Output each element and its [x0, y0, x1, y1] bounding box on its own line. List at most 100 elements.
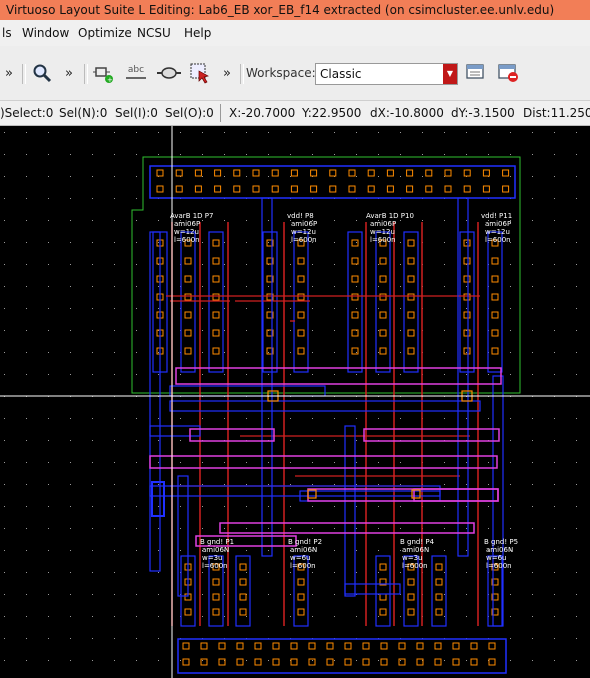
pmos-contact — [266, 347, 274, 355]
via-contact — [411, 489, 421, 499]
nmos-contact — [239, 593, 247, 601]
toolbar-overflow-3[interactable]: » — [223, 65, 231, 81]
pmos-contact — [407, 329, 415, 337]
nmos-contact — [212, 608, 220, 616]
pmos-label-title: AvarB 1D P10 — [366, 212, 414, 220]
nmos-diffusion-strip — [375, 555, 391, 627]
status-y: Y:22.9500 — [302, 106, 362, 120]
vdd-rail-metal1 — [149, 165, 516, 199]
pmos-label-title: vdd! P8 — [287, 212, 314, 220]
vdd-contact — [233, 185, 241, 193]
pmos-contact — [212, 347, 220, 355]
workspace-delete-icon[interactable] — [496, 60, 522, 86]
vdd-contact — [482, 185, 490, 193]
nmos-label-model: ami06N — [402, 546, 429, 554]
nmos-contact — [491, 608, 499, 616]
vdd-contact — [252, 169, 260, 177]
pmos-contact — [212, 239, 220, 247]
metal1-route-h — [169, 385, 326, 397]
vdd-contact — [367, 169, 375, 177]
metal2-route — [413, 488, 499, 502]
nmos-diffusion-strip — [403, 555, 419, 627]
zoom-search-icon[interactable] — [30, 60, 54, 86]
nmos-contact — [491, 578, 499, 586]
pmos-contact — [463, 311, 471, 319]
toolbar-overflow-2[interactable]: » — [65, 65, 73, 81]
menu-help[interactable]: Help — [184, 26, 212, 40]
pmos-contact — [379, 275, 387, 283]
vdd-contact — [194, 185, 202, 193]
menubar: ls Window Optimize NCSU Help — [0, 20, 590, 46]
gnd-contact — [380, 658, 388, 666]
nmos-contact — [297, 593, 305, 601]
nmos-label-length: l=600n — [202, 562, 228, 570]
pmos-contact — [379, 257, 387, 265]
gnd-contact — [290, 658, 298, 666]
nmos-contact — [435, 608, 443, 616]
gnd-contact — [200, 642, 208, 650]
vdd-contact — [214, 169, 222, 177]
gnd-contact — [398, 642, 406, 650]
status-bar: )Select:0 Sel(N):0 Sel(I):0 Sel(O):0 X:-… — [0, 101, 590, 126]
vdd-contact — [367, 185, 375, 193]
gnd-contact — [488, 642, 496, 650]
nmos-label-width: w=3u — [202, 554, 222, 562]
nmos-contact — [239, 563, 247, 571]
toolbar-overflow-left[interactable]: » — [5, 65, 13, 81]
pmos-contact — [491, 293, 499, 301]
pmos-contact — [379, 311, 387, 319]
chevron-down-icon[interactable]: ▼ — [443, 64, 457, 84]
toolbar-separator — [22, 64, 26, 84]
menu-window[interactable]: Window — [22, 26, 70, 40]
nmos-diffusion-strip — [431, 555, 447, 627]
pmos-label-width: w=12u — [291, 228, 316, 236]
pmos-contact — [379, 239, 387, 247]
menu-optimize[interactable]: Optimize — [78, 26, 132, 40]
pmos-contact — [351, 347, 359, 355]
gnd-contact — [470, 642, 478, 650]
gnd-contact — [236, 642, 244, 650]
status-dx: dX:-10.8000 — [370, 106, 444, 120]
pmos-contact — [379, 329, 387, 337]
nmos-contact — [212, 563, 220, 571]
select-area-icon[interactable] — [188, 60, 212, 86]
create-pin-icon[interactable] — [156, 60, 182, 86]
menu-tools-partial[interactable]: ls — [2, 26, 12, 40]
nmos-label-width: w=6u — [290, 554, 310, 562]
pmos-contact — [212, 311, 220, 319]
nmos-label-title: B gnd! P2 — [288, 538, 322, 546]
pmos-contact — [407, 239, 415, 247]
nmos-contact — [379, 593, 387, 601]
vdd-contact — [444, 169, 452, 177]
nmos-contact — [212, 593, 220, 601]
gnd-contact — [344, 642, 352, 650]
vdd-contact — [329, 185, 337, 193]
vdd-contact — [502, 185, 510, 193]
via-contact — [307, 489, 317, 499]
vdd-contact — [463, 185, 471, 193]
gnd-contact — [362, 658, 370, 666]
pmos-contact — [297, 347, 305, 355]
pmos-contact — [297, 293, 305, 301]
create-label-icon[interactable]: abc — [124, 60, 148, 86]
gnd-contact — [470, 658, 478, 666]
gnd-contact — [254, 642, 262, 650]
menu-ncsu[interactable]: NCSU — [137, 26, 171, 40]
pmos-label-length: l=600n — [485, 236, 511, 244]
gnd-contact — [326, 642, 334, 650]
gnd-contact — [326, 658, 334, 666]
workspace-select[interactable]: Classic ▼ — [315, 63, 458, 85]
pmos-contact — [184, 257, 192, 265]
metal2-route — [195, 535, 297, 547]
metal2-route — [363, 428, 500, 442]
pmos-contact — [266, 275, 274, 283]
nmos-contact — [379, 578, 387, 586]
pmos-contact — [297, 239, 305, 247]
create-instance-icon[interactable]: + — [92, 60, 116, 86]
gnd-contact — [344, 658, 352, 666]
pmos-contact — [266, 239, 274, 247]
vdd-contact — [156, 185, 164, 193]
workspace-save-icon[interactable] — [464, 60, 488, 86]
